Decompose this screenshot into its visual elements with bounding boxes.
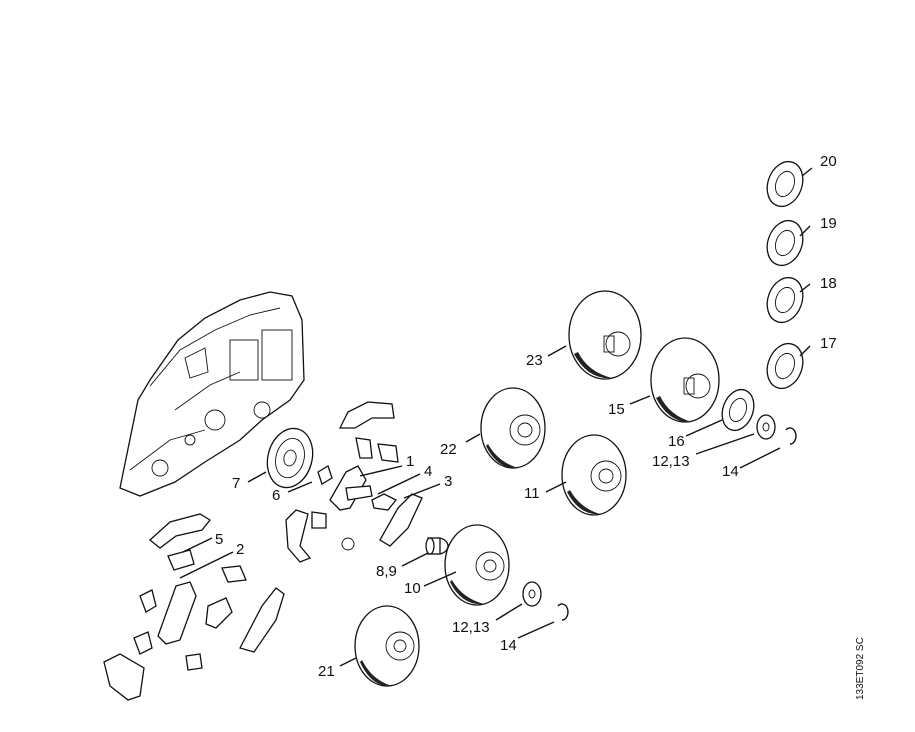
clutch-assembly-lower <box>103 513 285 701</box>
label-part-6: 6 <box>272 487 280 504</box>
label-part-18: 18 <box>820 275 837 292</box>
label-part-3: 3 <box>444 473 452 490</box>
label-part-10: 10 <box>404 580 421 597</box>
part-16-rim <box>721 388 755 432</box>
drum-23 <box>568 290 642 380</box>
part-20-rim <box>766 160 804 208</box>
drum-21 <box>354 605 420 687</box>
drum-22 <box>480 387 546 469</box>
reference-code: 133ET092 SC <box>855 637 866 700</box>
label-part-16: 16 <box>668 433 685 450</box>
label-part-1: 1 <box>406 453 414 470</box>
drum-15 <box>650 337 720 423</box>
label-part-7: 7 <box>232 475 240 492</box>
washer-12-13-lower <box>522 581 542 607</box>
label-part-17: 17 <box>820 335 837 352</box>
part-19-rim <box>766 219 804 267</box>
label-part-14-upper: 14 <box>722 463 739 480</box>
leader-lines <box>179 167 813 667</box>
label-part-14-lower: 14 <box>500 637 517 654</box>
label-part-19: 19 <box>820 215 837 232</box>
label-part-8-9: 8,9 <box>376 563 397 580</box>
part-17-rim <box>766 342 804 390</box>
part-8-9-bearing <box>425 537 449 555</box>
clutch-assembly-upper <box>285 401 423 563</box>
e-clip-14-upper <box>785 427 797 445</box>
drum-10 <box>444 524 510 606</box>
label-part-2: 2 <box>236 541 244 558</box>
e-clip-14-lower <box>557 603 569 621</box>
label-part-5: 5 <box>215 531 223 548</box>
label-part-12-13-upper: 12,13 <box>652 453 690 470</box>
callout-labels: 1 2 3 4 5 6 7 8,9 10 11 12,13 14 12,13 1… <box>215 153 837 680</box>
washer-12-13-upper <box>756 414 776 440</box>
label-part-15: 15 <box>608 401 625 418</box>
label-part-23: 23 <box>526 352 543 369</box>
label-part-11: 11 <box>524 485 540 502</box>
drum-11 <box>561 434 627 516</box>
part-18-rim <box>766 276 804 324</box>
label-part-20: 20 <box>820 153 837 170</box>
label-part-22: 22 <box>440 441 457 458</box>
part-7-washer <box>266 427 314 489</box>
label-part-21: 21 <box>318 663 335 680</box>
label-part-4: 4 <box>424 463 432 480</box>
label-part-12-13-lower: 12,13 <box>452 619 490 636</box>
crankcase-housing <box>119 291 305 497</box>
